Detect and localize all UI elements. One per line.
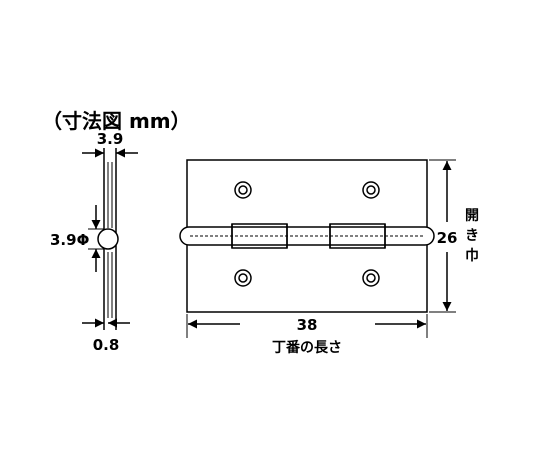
side-pin-dimension bbox=[88, 205, 104, 272]
length-value: 38 bbox=[297, 316, 318, 334]
drawing-title: （寸法図 mm） bbox=[42, 109, 191, 133]
width-label-char-3: 巾 bbox=[465, 247, 479, 264]
screw-hole-top-left bbox=[234, 181, 252, 199]
side-top-dim-label: 3.9 bbox=[97, 130, 124, 148]
length-dimension bbox=[186, 314, 428, 338]
width-label-char-2: き bbox=[465, 228, 479, 244]
front-view bbox=[179, 159, 435, 313]
side-pin-circle bbox=[97, 228, 119, 250]
width-value: 26 bbox=[437, 229, 458, 247]
side-bottom-dim-label: 0.8 bbox=[93, 336, 120, 354]
width-label-char-1: 開 bbox=[465, 208, 479, 224]
length-label: 丁番の長さ bbox=[272, 339, 342, 356]
screw-hole-bottom-right bbox=[362, 269, 380, 287]
screw-hole-top-right bbox=[362, 181, 380, 199]
screw-holes bbox=[234, 181, 380, 287]
width-dimension bbox=[429, 159, 456, 313]
screw-hole-bottom-left bbox=[234, 269, 252, 287]
side-pin-dim-label: 3.9Φ bbox=[50, 231, 89, 249]
side-view bbox=[97, 148, 119, 330]
